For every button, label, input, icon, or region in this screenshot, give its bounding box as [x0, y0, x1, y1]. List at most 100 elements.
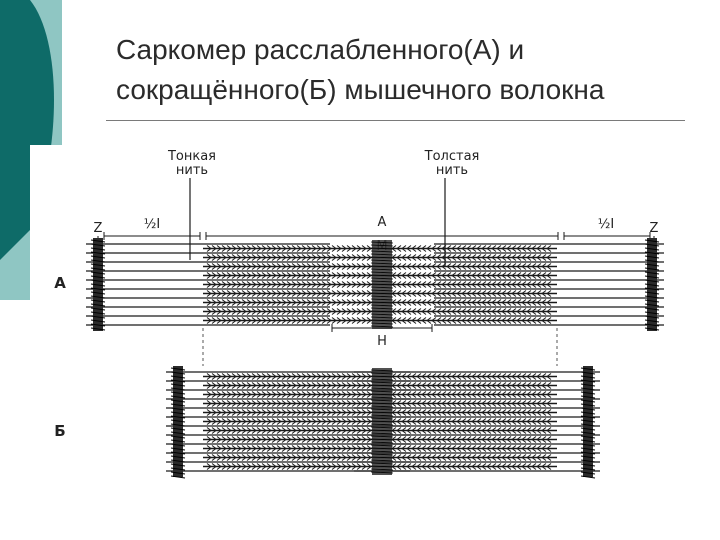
z-disc-right-texture	[580, 411, 596, 415]
z-disc-left-texture	[170, 451, 186, 455]
z-disc-right-texture	[644, 251, 660, 255]
z-disc-left-texture	[170, 391, 186, 395]
z-disc-left-texture	[90, 247, 106, 251]
m-line-texture	[370, 390, 394, 393]
z-line-label-right: Z	[650, 221, 659, 236]
z-disc-left-texture	[90, 271, 106, 275]
myosin-heads-left	[206, 272, 372, 279]
m-line-texture	[370, 241, 394, 244]
myosin-heads-left	[206, 418, 372, 425]
z-disc-left-texture	[170, 427, 186, 431]
z-disc-left-texture	[90, 255, 106, 259]
z-disc-right-texture	[580, 463, 596, 467]
title-line-1: Саркомер расслабленного(А) и	[116, 34, 525, 65]
sarcomere-diagram: Тонкая нить Толстая нить Z Z ½I ½I A M H…	[54, 149, 664, 479]
z-disc-left-texture	[90, 299, 106, 303]
m-line-texture	[370, 268, 394, 271]
a-band-label: A	[378, 215, 387, 230]
myosin-heads-left	[206, 463, 372, 470]
half-i-band-label-right: ½I	[598, 217, 614, 232]
m-line-texture	[370, 459, 394, 462]
m-line-texture	[370, 387, 394, 390]
z-disc-left-texture	[170, 395, 186, 399]
z-disc-right-texture	[580, 435, 596, 439]
m-line-texture	[370, 384, 394, 387]
z-disc-left-texture	[170, 399, 186, 403]
z-disc-right-texture	[644, 243, 660, 247]
m-line-texture	[370, 280, 394, 283]
m-line-texture	[370, 408, 394, 411]
m-line-texture	[370, 307, 394, 310]
z-disc-right-texture	[580, 427, 596, 431]
z-disc-right-texture	[580, 379, 596, 383]
z-disc-left-texture	[170, 375, 186, 379]
myosin-heads-left	[206, 263, 372, 270]
m-line-texture	[370, 250, 394, 253]
z-disc-left-texture	[90, 279, 106, 283]
m-line-texture	[370, 301, 394, 304]
z-disc-right-texture	[580, 471, 596, 475]
z-disc-left-texture	[170, 387, 186, 391]
m-line-texture	[370, 271, 394, 274]
z-disc-left-texture	[170, 415, 186, 419]
myosin-heads-left	[206, 436, 372, 443]
z-disc-right-texture	[644, 291, 660, 295]
z-disc-left-texture	[90, 251, 106, 255]
z-disc-right-texture	[644, 259, 660, 263]
h-zone-label: H	[377, 334, 387, 349]
m-line-texture	[370, 450, 394, 453]
z-disc-left-texture	[170, 435, 186, 439]
z-disc-right-texture	[644, 323, 660, 327]
z-disc-right-texture	[580, 455, 596, 459]
z-disc-right-texture	[644, 271, 660, 275]
myosin-heads-left	[206, 317, 372, 324]
z-disc-right-texture	[580, 467, 596, 471]
m-line-texture	[370, 468, 394, 471]
z-disc-left-texture	[90, 275, 106, 279]
m-line-texture	[370, 378, 394, 381]
myosin-heads-left	[206, 400, 372, 407]
z-disc-right-texture	[644, 255, 660, 259]
z-disc-left-texture	[90, 259, 106, 263]
m-line-texture	[370, 283, 394, 286]
m-line-texture	[370, 375, 394, 378]
z-disc-left-texture	[170, 443, 186, 447]
z-line-label-left: Z	[94, 221, 103, 236]
z-disc-right-texture	[580, 447, 596, 451]
z-disc-left-texture	[170, 431, 186, 435]
m-line-texture	[370, 286, 394, 289]
myosin-heads-left	[206, 391, 372, 398]
z-disc-left-texture	[170, 379, 186, 383]
myosin-heads-left	[206, 281, 372, 288]
m-line-texture	[370, 256, 394, 259]
relaxed-sarcomere	[86, 238, 664, 331]
z-disc-left-texture	[170, 455, 186, 459]
m-line-texture	[370, 247, 394, 250]
z-disc-right-texture	[580, 367, 596, 371]
myosin-heads-left	[206, 373, 372, 380]
z-disc-left-texture	[90, 307, 106, 311]
z-disc-left-texture	[170, 439, 186, 443]
m-line-texture	[370, 313, 394, 316]
thin-filament-label-1: Тонкая	[167, 149, 216, 164]
z-disc-left-texture	[170, 467, 186, 471]
z-disc-right-texture	[580, 451, 596, 455]
m-line-texture	[370, 465, 394, 468]
decorative-corner-shapes	[0, 0, 62, 300]
m-line-texture	[370, 438, 394, 441]
m-line-texture	[370, 310, 394, 313]
m-line-texture	[370, 262, 394, 265]
m-line-texture	[370, 417, 394, 420]
z-disc-left-texture	[90, 267, 106, 271]
title-divider	[106, 120, 685, 121]
z-disc-left-texture	[90, 287, 106, 291]
z-disc-left-texture	[90, 263, 106, 267]
m-line-texture	[370, 405, 394, 408]
z-disc-left-texture	[170, 403, 186, 407]
z-disc-left-texture	[170, 383, 186, 387]
z-disc-right-texture	[580, 403, 596, 407]
m-line-texture	[370, 456, 394, 459]
thick-filament-label-2: нить	[436, 163, 468, 178]
z-disc-left-texture	[90, 311, 106, 315]
z-disc-right-texture	[644, 311, 660, 315]
